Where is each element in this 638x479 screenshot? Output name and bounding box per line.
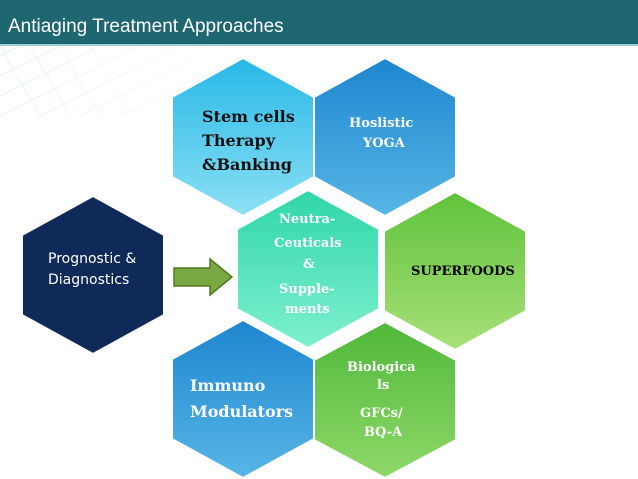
title-bar: Antiaging Treatment Approaches bbox=[0, 0, 638, 46]
hex-stem-cells: Stem cells Therapy &Banking bbox=[171, 56, 315, 218]
label-stem-3: &Banking bbox=[202, 155, 292, 174]
label-stem-1: Stem cells bbox=[202, 107, 295, 126]
label-superfoods: SUPERFOODS bbox=[411, 264, 515, 279]
label-immuno-2: Modulators bbox=[190, 402, 294, 421]
label-nutra-2: Ceuticals bbox=[274, 236, 342, 251]
label-nutra-1: Neutra- bbox=[279, 212, 336, 227]
slide-title: Antiaging Treatment Approaches bbox=[8, 16, 284, 37]
label-bio-4: BQ-A bbox=[364, 425, 403, 440]
label-stem-2: Therapy bbox=[202, 131, 275, 150]
label-prognostic-1: Prognostic & bbox=[48, 251, 137, 267]
label-bio-2: ls bbox=[377, 378, 390, 393]
hex-immuno-modulators: Immuno Modulators bbox=[171, 318, 315, 479]
label-prognostic-2: Diagnostics bbox=[48, 272, 130, 288]
label-nutra-4: Supple- bbox=[279, 282, 335, 297]
hex-prognostic-diagnostics: Prognostic & Diagnostics bbox=[21, 194, 165, 356]
decorative-pattern bbox=[0, 46, 261, 116]
hex-nutraceuticals: Neutra- Ceuticals & Supple- ments bbox=[236, 188, 380, 350]
hex-superfoods: SUPERFOODS bbox=[383, 190, 527, 352]
right-arrow-icon bbox=[173, 257, 234, 297]
label-immuno-1: Immuno bbox=[190, 376, 266, 395]
label-holistic-2: YOGA bbox=[363, 136, 405, 151]
label-holistic-1: Hoslistic bbox=[349, 116, 414, 131]
hex-holistic-yoga: Hoslistic YOGA bbox=[313, 56, 457, 218]
label-bio-1: Biologica bbox=[347, 360, 416, 375]
label-nutra-5: ments bbox=[285, 302, 330, 317]
label-bio-3: GFCs/ bbox=[360, 406, 403, 421]
hex-biologicals: Biologica ls GFCs/ BQ-A bbox=[313, 320, 457, 479]
label-nutra-3: & bbox=[303, 257, 315, 272]
